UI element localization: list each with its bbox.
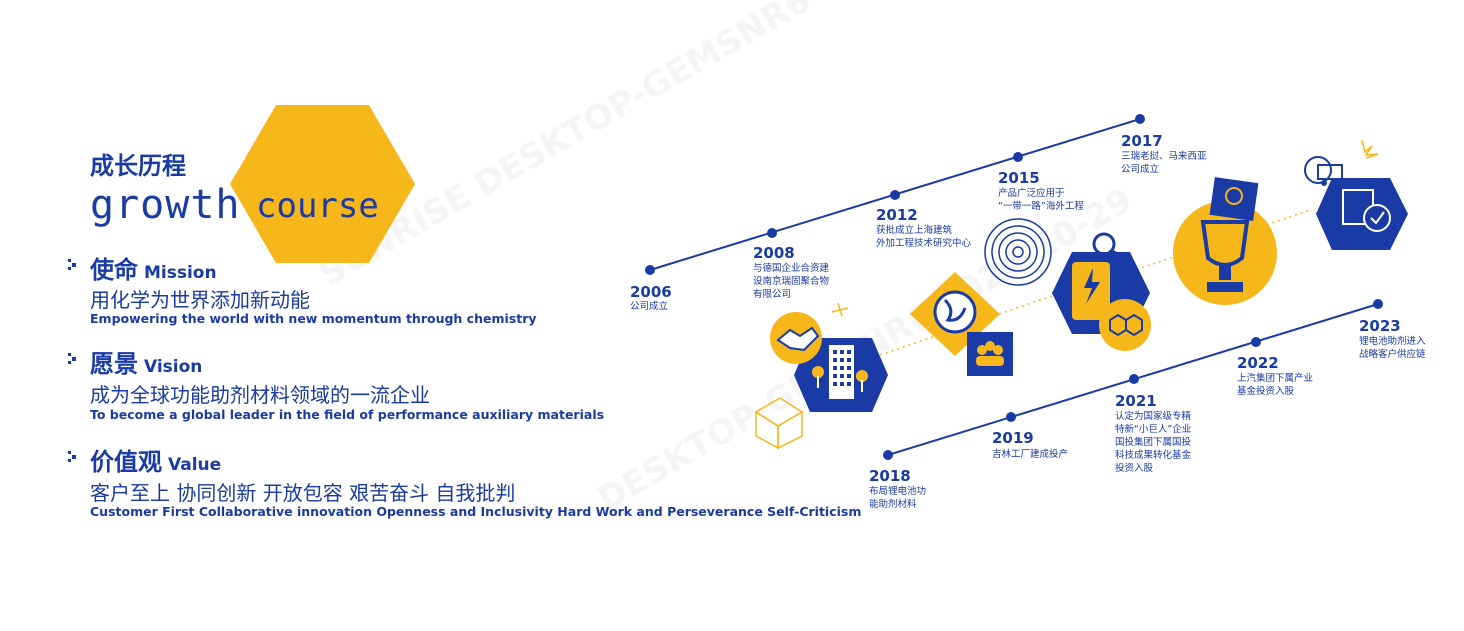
lightbulb-icon bbox=[1209, 177, 1259, 221]
timeline-year-2012: 2012 bbox=[876, 206, 918, 224]
timeline-year-2019: 2019 bbox=[992, 429, 1034, 447]
timeline-desc: 三瑞老挝、马来西亚公司成立 bbox=[1121, 151, 1207, 175]
vision-heading: 愿景 Vision bbox=[90, 344, 202, 379]
value-heading-cn: 价值观 bbox=[90, 448, 162, 476]
timeline-year-2022: 2022 bbox=[1237, 354, 1279, 372]
sparkle-icon bbox=[831, 302, 849, 317]
vision-text-cn: 成为全球功能助剂材料领域的一流企业 bbox=[90, 383, 430, 407]
timeline-desc: 吉林工厂建成投产 bbox=[992, 449, 1069, 460]
timeline-year-2018: 2018 bbox=[869, 467, 911, 485]
value-text-en: Customer First Collaborative innovation … bbox=[90, 504, 862, 519]
timeline-year-2023: 2023 bbox=[1359, 317, 1401, 335]
timeline-desc: 认定为国家级专精特新“小巨人”企业国投集团下属国投科技成果转化基金投资入股 bbox=[1115, 411, 1192, 474]
molecule-icon bbox=[1099, 299, 1151, 351]
box-check-icon bbox=[1316, 178, 1408, 250]
mission-text-en: Empowering the world with new momentum t… bbox=[90, 311, 537, 326]
bullet-icon bbox=[68, 353, 76, 364]
title-growth: growth bbox=[90, 182, 241, 228]
timeline-year-2015: 2015 bbox=[998, 169, 1040, 187]
timeline-desc: 公司成立 bbox=[630, 301, 669, 312]
vision-heading-en: Vision bbox=[144, 357, 203, 377]
timeline-desc: 获批成立上海建筑外加工程技术研究中心 bbox=[876, 225, 972, 249]
bullet-icon bbox=[68, 451, 76, 462]
mission-text-cn: 用化学为世界添加新动能 bbox=[90, 288, 310, 312]
value-heading-en: Value bbox=[168, 455, 222, 475]
people-icon bbox=[967, 332, 1013, 376]
timeline-desc: 锂电池助剂进入战略客户供应链 bbox=[1359, 336, 1426, 360]
vision-heading-cn: 愿景 bbox=[90, 350, 138, 378]
value-text-cn: 客户至上 协同创新 开放包容 艰苦奋斗 自我批判 bbox=[90, 481, 516, 505]
timeline-desc: 布局锂电池功能助剂材料 bbox=[869, 486, 927, 510]
sparkle-icon bbox=[1361, 139, 1379, 159]
cube-icon bbox=[754, 397, 804, 450]
trophy-icon bbox=[1173, 201, 1277, 305]
mission-heading-en: Mission bbox=[144, 263, 217, 283]
value-heading: 价值观 Value bbox=[90, 442, 221, 477]
vision-text-en: To become a global leader in the field o… bbox=[90, 407, 605, 422]
timeline-year-2006: 2006 bbox=[630, 283, 672, 301]
title-course: course bbox=[256, 186, 379, 226]
hexagon-decoration bbox=[230, 105, 415, 263]
timeline-desc: 产品广泛应用于“一带一路”海外工程 bbox=[998, 188, 1084, 212]
mission-heading-cn: 使命 bbox=[90, 256, 138, 284]
timeline-year-2017: 2017 bbox=[1121, 132, 1163, 150]
bullet-icon bbox=[68, 259, 76, 270]
timeline-desc: 上汽集团下属产业基金投资入股 bbox=[1237, 373, 1314, 397]
timeline-year-2008: 2008 bbox=[753, 244, 795, 262]
timeline-year-2021: 2021 bbox=[1115, 392, 1157, 410]
building-icon bbox=[794, 338, 888, 412]
target-rings-icon bbox=[984, 218, 1052, 286]
timeline-desc: 与德国企业合资建设南京瑞固聚合物有限公司 bbox=[753, 263, 830, 300]
handshake-icon bbox=[770, 312, 822, 364]
mission-heading: 使命 Mission bbox=[90, 250, 217, 285]
page-title: 成长历程 bbox=[90, 152, 186, 180]
